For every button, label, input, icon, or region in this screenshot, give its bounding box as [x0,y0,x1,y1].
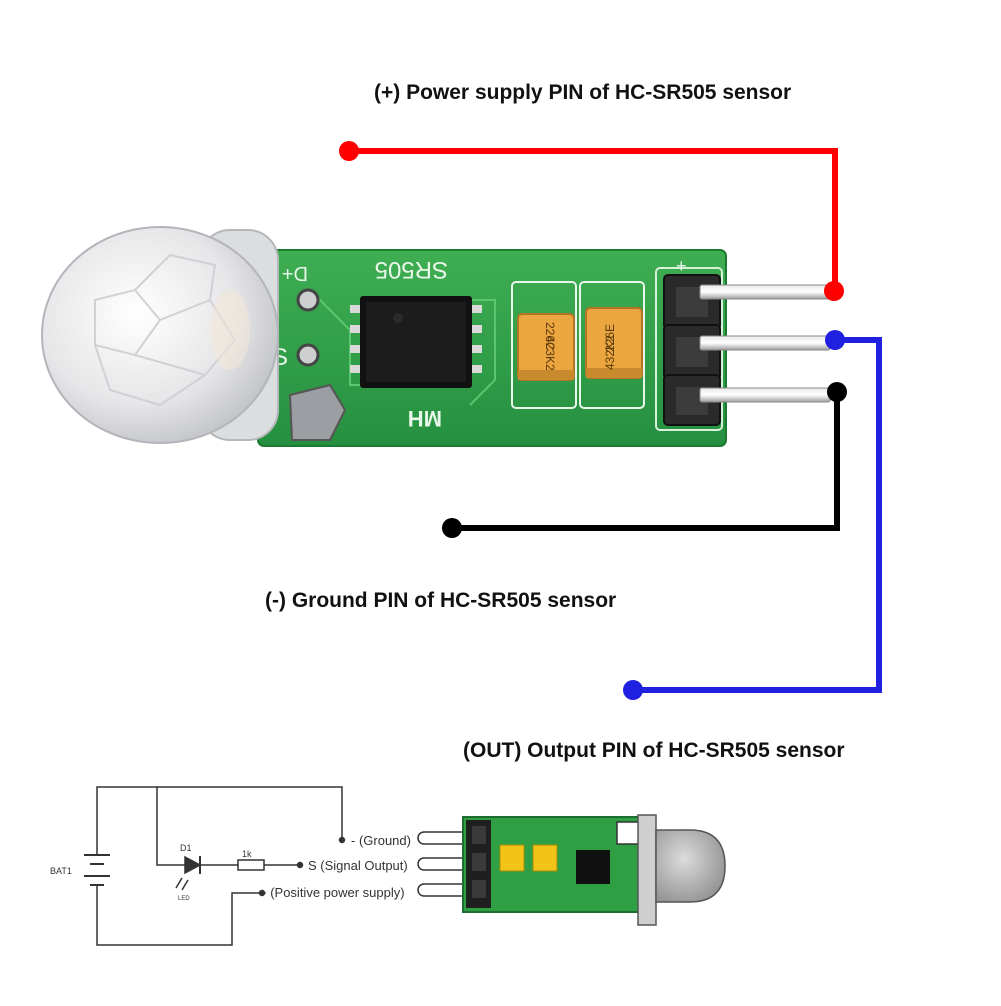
pir-dome-lens [41,226,279,444]
header-pin-output [699,335,831,351]
via-pad-signal [296,343,320,367]
ground-pin-dot [827,382,847,402]
diode-label: D1 [180,843,192,853]
ic-chip [350,296,482,388]
ground-wire [442,382,847,538]
schematic-ground-text: - (Ground) [351,833,411,848]
wiring-schematic [84,786,346,946]
header-pin-power [699,284,831,300]
capacitor-left: 226C 423K2 [517,313,575,381]
header-pin-ground [699,387,831,403]
silkscreen-mark: MH [408,406,442,431]
output-pin-dot [825,330,845,350]
schematic-labels: BAT1 D1 LED 1k - (Ground) S (Signal Outp… [50,833,411,902]
sensor-photo: + SR505 MH D+ S [41,226,831,447]
output-wire-end-dot [623,680,643,700]
battery-label: BAT1 [50,866,72,876]
power-wire-end-dot [339,141,359,161]
solder-blob [288,383,347,441]
pcb-board: + SR505 MH D+ S [257,249,831,447]
ground-wire-end-dot [442,518,462,538]
silkscreen-model: SR505 [375,256,448,283]
output-pin-caption: (OUT) Output PIN of HC-SR505 sensor [463,739,845,762]
cap-right-code-1: 226E [603,324,617,352]
ground-pin-caption: (-) Ground PIN of HC-SR505 sensor [265,589,617,612]
resistor-label: 1k [242,849,252,859]
power-pin-dot [824,281,844,301]
output-wire [623,330,882,700]
schematic-power-text: + (Positive power supply) [259,885,405,900]
led-label: LED [178,896,190,902]
cap-right-code-2: 432K2 [603,335,617,370]
header-plus-label: + [676,256,687,276]
capacitor-right: 226E 432K2 [585,307,643,379]
cap-left-code-1: 226C [543,322,557,351]
power-wire [339,141,844,301]
schematic-signal-text: S (Signal Output) [308,858,408,873]
power-pin-caption: (+) Power supply PIN of HC-SR505 sensor [374,81,792,104]
small-sensor-illustration [417,814,726,926]
pin-label-power: D+ [282,262,308,284]
cap-left-code-2: 423K2 [543,336,557,371]
via-pad-power [296,288,320,312]
